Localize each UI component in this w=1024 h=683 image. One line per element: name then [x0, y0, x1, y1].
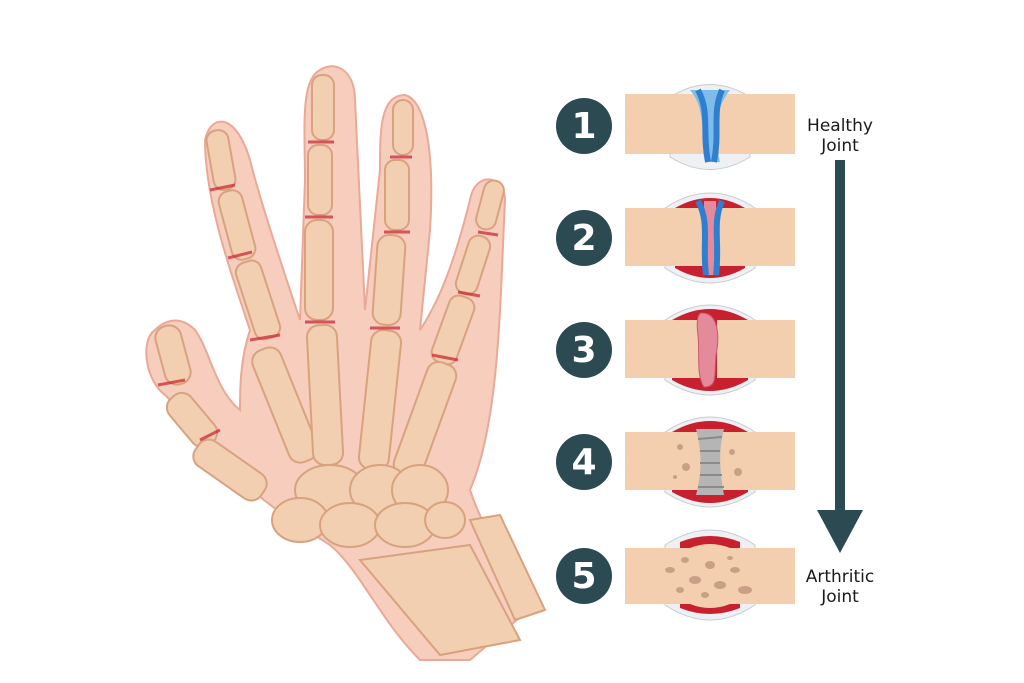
early-inflamed-joint-illustration — [625, 192, 795, 284]
healthy-label-line1: Healthy — [807, 116, 873, 136]
stage-1-badge: 1 — [556, 98, 612, 154]
stage-5-badge: 5 — [556, 548, 612, 604]
arthritic-hand-illustration — [145, 65, 547, 661]
cartilage-loss-joint-illustration — [625, 304, 795, 396]
healthy-label-line2: Joint — [821, 136, 859, 156]
arthritic-label-line2: Joint — [821, 587, 859, 607]
stage-4-badge: 4 — [556, 434, 612, 490]
fused-arthritic-joint-illustration — [625, 529, 795, 621]
arthritic-joint-label: Arthritic Joint — [790, 567, 890, 607]
stage-2-badge: 2 — [556, 210, 612, 266]
healthy-joint-illustration — [625, 84, 795, 170]
progression-arrow-down-icon — [817, 160, 863, 553]
stage-3-badge: 3 — [556, 322, 612, 378]
healthy-joint-label: Healthy Joint — [790, 116, 890, 156]
arthritic-label-line1: Arthritic — [805, 567, 875, 587]
eroded-joint-illustration — [625, 416, 795, 508]
